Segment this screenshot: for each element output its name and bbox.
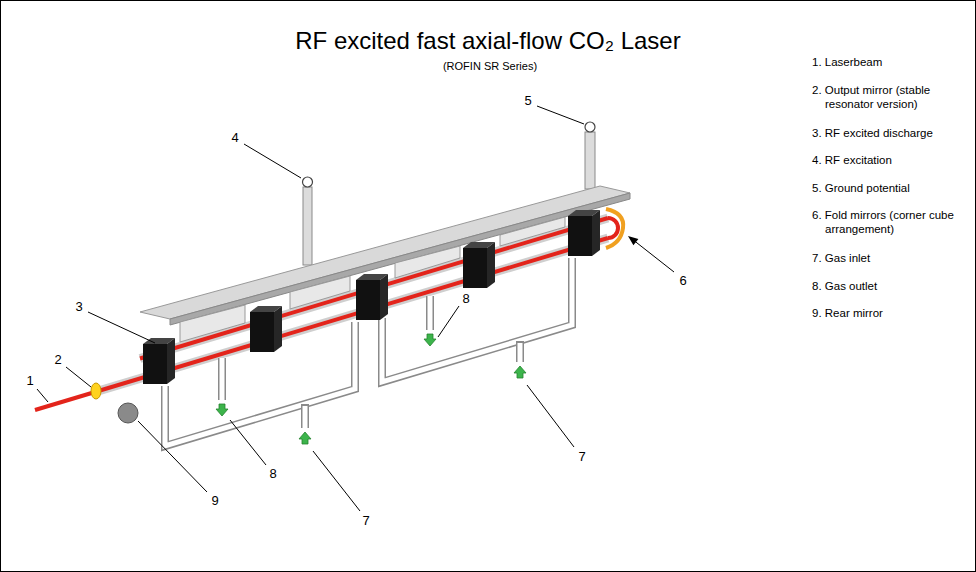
pipe-outline — [516, 341, 524, 362]
ground-post — [585, 132, 595, 189]
block-side — [274, 306, 282, 352]
leader-line — [88, 312, 155, 343]
arrowhead — [628, 236, 638, 245]
leader-line — [537, 106, 584, 124]
key-entry: 2. Output mirror (stable resonator versi… — [812, 83, 970, 111]
ground-connector — [585, 122, 595, 132]
electrode-plate — [140, 122, 630, 325]
key-entry: 6. Fold mirrors (corner cube arrangement… — [812, 208, 970, 236]
rf-post — [303, 187, 312, 265]
block-front — [250, 312, 274, 352]
electrode-fins — [180, 217, 565, 342]
block — [568, 210, 600, 256]
rf-connector — [303, 177, 313, 187]
block-front — [568, 216, 592, 256]
callout-number: 1 — [26, 373, 33, 388]
gas-inlet-arrow — [514, 366, 526, 378]
callout-number: 3 — [75, 299, 82, 314]
block-side — [380, 274, 388, 320]
pipe-fill — [303, 406, 308, 428]
electrode-fin — [290, 276, 350, 309]
key-entry: 3. RF excited discharge — [812, 126, 970, 140]
callout-number: 9 — [211, 493, 218, 508]
electrode-blocks — [143, 210, 600, 384]
callout-number: 2 — [54, 352, 61, 367]
callout-number: 8 — [462, 291, 469, 306]
gas-outlet-arrow — [424, 334, 436, 346]
callout-number: 4 — [231, 130, 238, 145]
pipe-fill — [428, 296, 433, 330]
diagram-title: RF excited fast axial-flow CO₂ Laser — [0, 27, 976, 55]
electrode-fin — [395, 246, 460, 278]
leader-line — [66, 367, 91, 387]
leader-line — [313, 451, 360, 511]
block-side — [167, 338, 175, 384]
leader-line — [632, 239, 674, 272]
leader-line — [527, 385, 574, 447]
block — [356, 274, 388, 320]
electrode-fin — [500, 217, 565, 246]
leader-line — [244, 144, 301, 178]
block-side — [592, 210, 600, 256]
pipe-fill — [220, 358, 225, 400]
callout-number: 6 — [679, 273, 686, 288]
leader-lines — [37, 106, 674, 511]
callout-number: 5 — [524, 93, 531, 108]
block — [463, 242, 495, 288]
block — [250, 306, 282, 352]
key-entry: 1. Laserbeam — [812, 55, 970, 69]
pipe-outline — [218, 358, 226, 400]
gas-pipes — [165, 258, 572, 446]
electrode-fin — [180, 305, 245, 342]
callout-number: 8 — [269, 466, 276, 481]
key-entry: 7. Gas inlet — [812, 251, 970, 265]
output-mirror — [91, 383, 101, 399]
plate-front — [170, 193, 630, 325]
leader-line — [438, 306, 459, 337]
key-entry: 8. Gas outlet — [812, 279, 970, 293]
block-front — [463, 248, 487, 288]
block-front — [143, 344, 167, 384]
block — [143, 338, 175, 384]
rear-mirror — [118, 403, 138, 423]
gas-outlet-arrow — [216, 404, 228, 416]
laser-beam — [35, 392, 95, 410]
subtitle: (ROFIN SR Series) — [443, 60, 537, 72]
fold-mirrors — [606, 209, 623, 248]
callout-number: 7 — [362, 513, 369, 528]
pipe-outline — [426, 296, 434, 330]
block-front — [356, 280, 380, 320]
gas-arrows — [216, 334, 526, 444]
leader-line — [37, 389, 48, 402]
leader-line — [138, 421, 207, 492]
block-side — [487, 242, 495, 288]
pipe-fill — [518, 343, 523, 362]
key-entry: 9. Rear mirror — [812, 306, 970, 320]
callout-number: 7 — [578, 449, 585, 464]
pipe-outline — [301, 404, 309, 428]
key-entry: 5. Ground potential — [812, 181, 970, 195]
gas-inlet-arrow — [299, 432, 311, 444]
folded-beam — [608, 218, 618, 238]
key-entry: 4. RF excitation — [812, 153, 970, 167]
leader-line — [230, 420, 266, 465]
